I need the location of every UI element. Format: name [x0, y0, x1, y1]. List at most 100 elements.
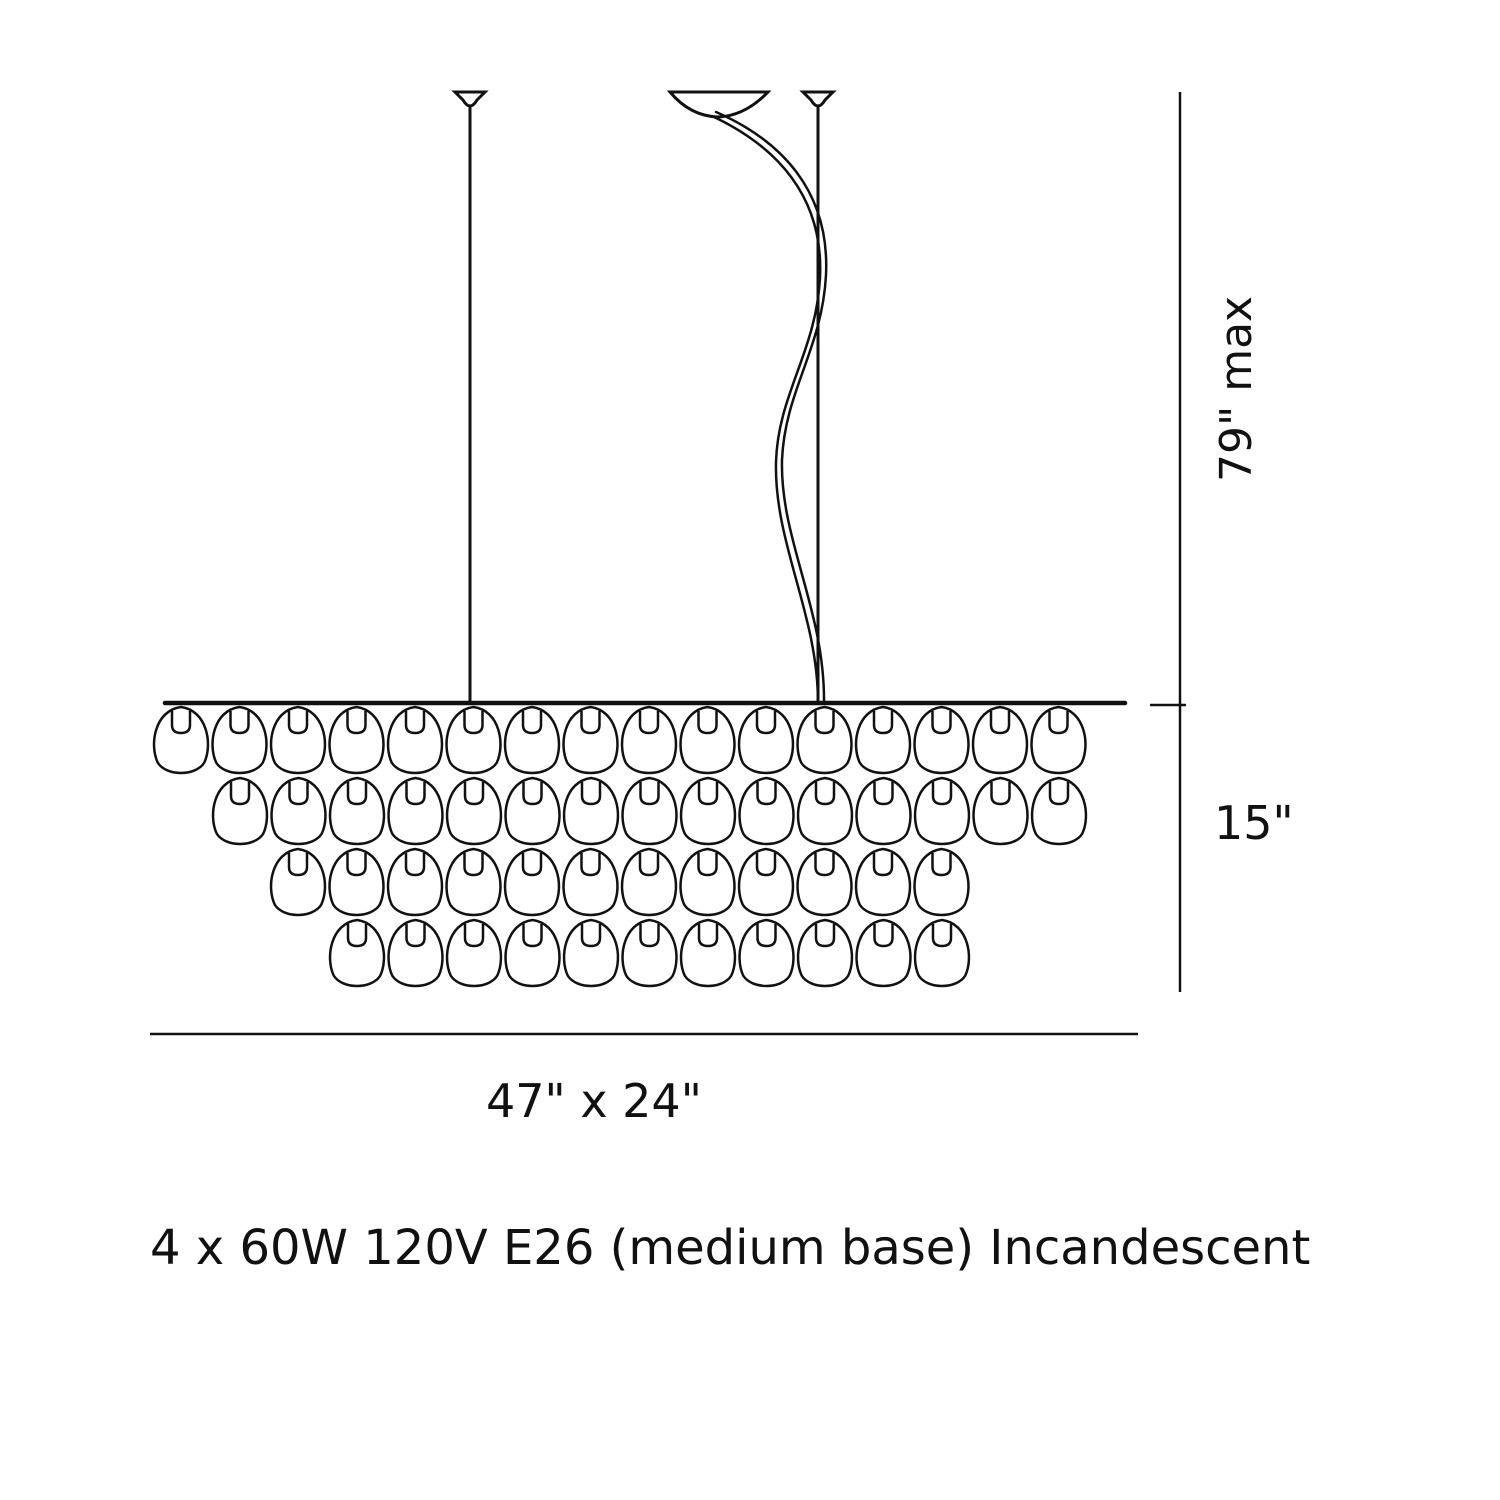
glass-drop: [269, 705, 327, 775]
glass-drop-bulb: [580, 853, 601, 877]
glass-drop: [328, 705, 385, 775]
glass-drop: [269, 847, 327, 917]
glass-drop-bulb: [346, 711, 367, 735]
glass-drop-bulb: [697, 711, 718, 735]
glass-drop-bulb: [931, 782, 953, 806]
glass-drop-bulb: [580, 711, 601, 735]
glass-drop-bulb: [463, 853, 484, 877]
glass-drop-bulb: [873, 782, 894, 806]
glass-drop: [387, 918, 444, 988]
glass-drop-bulb: [931, 711, 952, 735]
glass-drop: [387, 776, 444, 846]
glass-drop: [562, 776, 620, 846]
ceiling-canopy: [666, 90, 772, 119]
glass-drop-bulb: [287, 853, 309, 877]
glass-drop: [620, 705, 678, 775]
glass-drop-bulb: [522, 782, 543, 806]
glass-drop-bulb: [638, 711, 660, 735]
glass-drop: [913, 918, 971, 988]
glass-drop-bulb: [756, 924, 777, 948]
glass-drop-bulb: [1048, 782, 1070, 806]
glass-drop-bulb: [229, 711, 250, 735]
right-ceiling-mount: [799, 90, 837, 108]
glass-drop: [270, 776, 327, 846]
glass-drop: [445, 776, 503, 846]
glass-drop-bulb: [755, 853, 777, 877]
glass-drop-bulb: [697, 782, 719, 806]
glass-drop-bulb: [639, 924, 660, 948]
glass-drop: [796, 847, 853, 917]
glass-drop-bulb: [989, 711, 1011, 735]
glass-drop: [972, 776, 1029, 846]
glass-drop: [152, 705, 210, 775]
glass-drop: [913, 776, 971, 846]
glass-drop-bulb: [639, 782, 660, 806]
left-ceiling-mount: [451, 90, 489, 108]
glass-drop-bulb: [229, 782, 251, 806]
glass-drop-bulb: [463, 924, 485, 948]
glass-drop: [796, 776, 854, 846]
glass-drop: [386, 847, 444, 917]
width-depth-label: 47" x 24": [486, 1074, 702, 1128]
glass-drop-bulb: [521, 711, 543, 735]
lamp-spec-label: 4 x 60W 120V E26 (medium base) Incandesc…: [150, 1220, 1311, 1276]
glass-drop: [386, 705, 444, 775]
glass-drop: [913, 705, 970, 775]
glass-drop-bulb: [580, 782, 602, 806]
glass-drop-bulb: [463, 782, 485, 806]
body-height-label: 15": [1214, 796, 1294, 850]
glass-drop-bulb: [990, 782, 1011, 806]
glass-drop: [621, 776, 678, 846]
glass-drop: [737, 847, 795, 917]
glass-drop: [1030, 776, 1088, 846]
glass-drop: [503, 705, 561, 775]
glass-drop: [562, 847, 619, 917]
glass-drop-bulb: [405, 924, 426, 948]
glass-drop-bulb: [522, 924, 543, 948]
glass-drop-bulb: [288, 782, 309, 806]
glass-drop: [796, 705, 853, 775]
glass-drop: [445, 847, 502, 917]
glass-drop: [854, 847, 912, 917]
glass-drop: [504, 918, 561, 988]
glass-drop-bulb: [405, 782, 426, 806]
glass-drop: [1030, 705, 1087, 775]
glass-drop: [328, 918, 386, 988]
power-cord: [714, 110, 828, 705]
glass-drop: [913, 847, 970, 917]
glass-drop-bulb: [580, 924, 602, 948]
glass-drop: [562, 918, 620, 988]
glass-drop-bulb: [404, 853, 426, 877]
glass-drop-bulb: [814, 924, 836, 948]
glass-drop: [738, 776, 795, 846]
glass-drop: [855, 918, 912, 988]
glass-drop-bulb: [872, 853, 894, 877]
glass-drop: [562, 705, 619, 775]
glass-drop: [855, 776, 912, 846]
glass-drop: [679, 776, 737, 846]
glass-drop: [328, 847, 385, 917]
glass-drop-bulb: [931, 924, 953, 948]
glass-drop: [445, 918, 503, 988]
overall-height-label: 79" max: [1211, 295, 1262, 482]
glass-drop: [211, 776, 269, 846]
glass-drop: [854, 705, 912, 775]
glass-drop-bulb: [287, 711, 309, 735]
glass-drop-bulb: [463, 711, 484, 735]
glass-drop-bulb: [346, 853, 367, 877]
glass-drop-bulb: [814, 711, 835, 735]
glass-drop: [796, 918, 854, 988]
glass-drop-bulb: [873, 924, 894, 948]
glass-drop-bulb: [755, 711, 777, 735]
power-cord-inner: [710, 114, 822, 705]
glass-drop: [621, 918, 678, 988]
glass-drop-bulb: [814, 853, 835, 877]
glass-drop-bulb: [346, 924, 368, 948]
glass-drop: [679, 705, 736, 775]
glass-drop: [737, 705, 795, 775]
glass-drop-bulb: [872, 711, 894, 735]
glass-drop-bulb: [814, 782, 836, 806]
glass-drop: [971, 705, 1029, 775]
glass-drop-bulb: [521, 853, 543, 877]
glass-drop-bulb: [697, 853, 718, 877]
